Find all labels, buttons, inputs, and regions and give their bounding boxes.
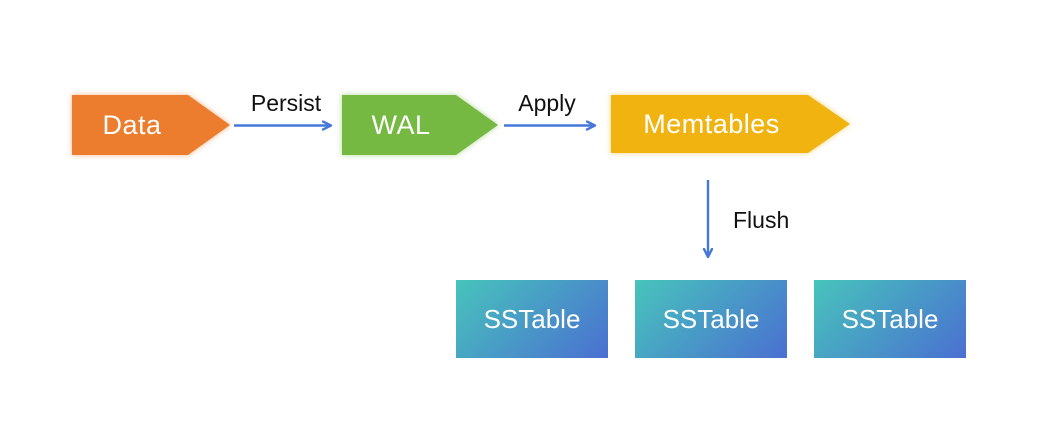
node-sstable-3: SSTable — [814, 280, 966, 358]
node-wal-label: WAL — [371, 109, 431, 140]
node-sstable-1: SSTable — [456, 280, 608, 358]
persist-edge-label: Persist — [250, 90, 322, 116]
node-wal: WAL — [342, 95, 498, 155]
node-sstable-2: SSTable — [635, 280, 787, 358]
node-sstable-2-label: SSTable — [662, 303, 760, 334]
node-sstable-1-label: SSTable — [483, 303, 581, 334]
node-memtables-label: Memtables — [643, 108, 780, 139]
node-data: Data — [72, 95, 230, 155]
node-sstable-3-label: SSTable — [841, 303, 939, 334]
apply-edge-label: Apply — [518, 90, 576, 116]
flush-edge-label: Flush — [733, 207, 790, 233]
node-data-label: Data — [102, 109, 162, 140]
node-memtables: Memtables — [611, 95, 850, 153]
